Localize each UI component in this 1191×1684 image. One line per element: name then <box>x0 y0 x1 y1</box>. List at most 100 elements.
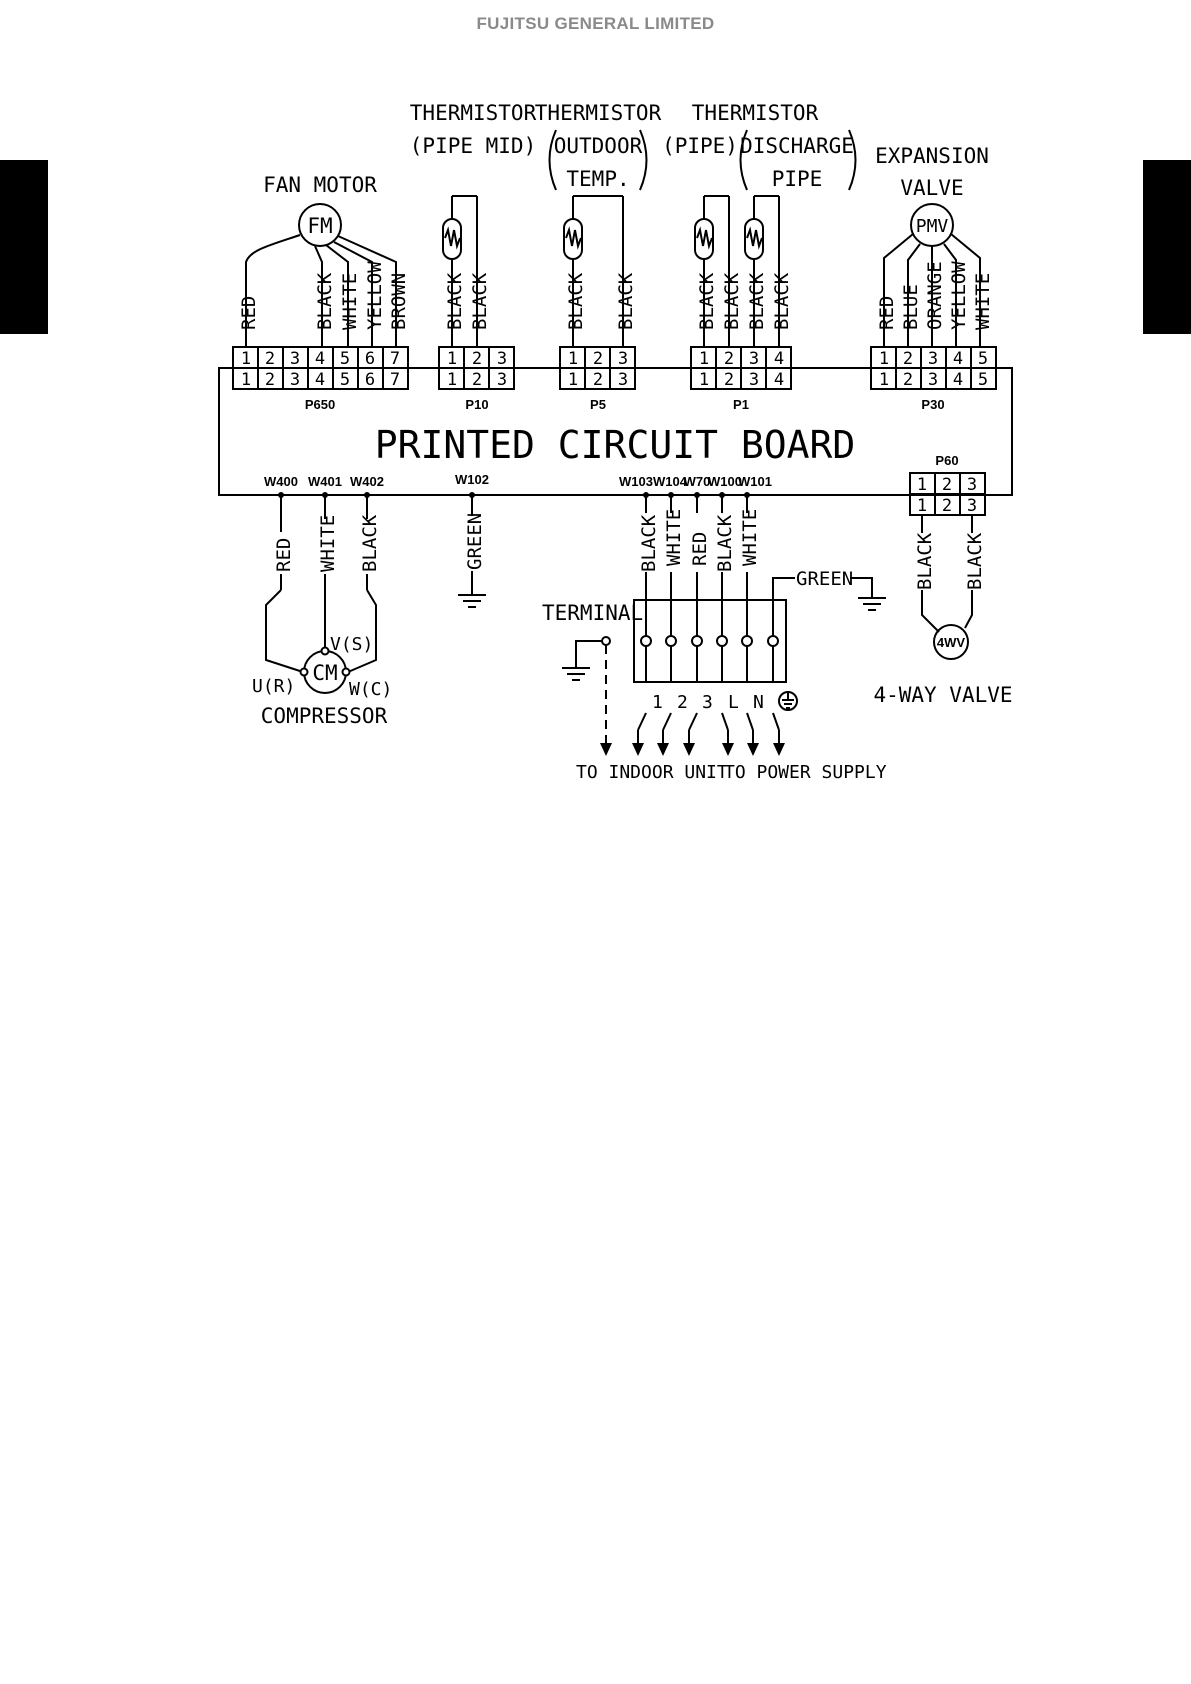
svg-text:1: 1 <box>879 370 889 390</box>
terminal-block: TERMINAL 1 2 3 L N <box>542 599 798 713</box>
svg-text:WHITE: WHITE <box>339 273 361 330</box>
svg-text:W401: W401 <box>308 474 342 489</box>
svg-text:5: 5 <box>978 349 988 369</box>
svg-text:5: 5 <box>340 349 350 369</box>
svg-text:2: 2 <box>942 475 952 495</box>
svg-text:BLACK: BLACK <box>721 272 743 330</box>
svg-text:W100: W100 <box>708 474 742 489</box>
svg-text:1: 1 <box>447 370 457 390</box>
field-wiring-arrows: TO INDOOR UNIT TO POWER SUPPLY <box>576 645 887 783</box>
svg-text:PIPE: PIPE <box>772 167 823 191</box>
svg-text:3: 3 <box>928 370 938 390</box>
svg-text:BLACK: BLACK <box>444 272 466 330</box>
svg-text:BLACK: BLACK <box>696 272 718 330</box>
svg-text:2: 2 <box>724 370 734 390</box>
svg-text:BLACK: BLACK <box>964 532 986 590</box>
svg-text:5: 5 <box>340 370 350 390</box>
fan-wire-labels: RED BLACK WHITE YELLOW BROWN <box>238 261 410 330</box>
svg-text:3: 3 <box>497 349 507 369</box>
svg-text:4WV: 4WV <box>937 635 966 650</box>
svg-text:6: 6 <box>365 370 375 390</box>
svg-text:BLACK: BLACK <box>714 514 736 572</box>
svg-text:1: 1 <box>917 496 927 516</box>
svg-text:P5: P5 <box>590 397 606 412</box>
svg-text:PMV: PMV <box>916 216 949 237</box>
svg-text:VALVE: VALVE <box>900 176 963 200</box>
svg-text:YELLOW: YELLOW <box>364 261 386 330</box>
svg-text:BLACK: BLACK <box>359 514 381 572</box>
svg-text:TO INDOOR UNIT: TO INDOOR UNIT <box>576 762 728 783</box>
svg-text:3: 3 <box>967 475 977 495</box>
svg-text:W402: W402 <box>350 474 384 489</box>
svg-text:TO POWER SUPPLY: TO POWER SUPPLY <box>724 762 887 783</box>
svg-text:3: 3 <box>497 370 507 390</box>
svg-text:BLACK: BLACK <box>771 272 793 330</box>
svg-text:WHITE: WHITE <box>739 509 761 566</box>
connector-p5: 1 2 3 1 2 3 P5 <box>559 346 636 412</box>
svg-text:L: L <box>728 692 739 713</box>
svg-text:2: 2 <box>265 349 275 369</box>
svg-text:CM: CM <box>312 661 337 685</box>
svg-text:2: 2 <box>265 370 275 390</box>
svg-text:TERMINAL: TERMINAL <box>542 601 643 625</box>
svg-text:3: 3 <box>618 349 628 369</box>
svg-text:4: 4 <box>315 370 325 390</box>
svg-text:W104: W104 <box>653 474 688 489</box>
svg-text:4-WAY VALVE: 4-WAY VALVE <box>873 683 1012 707</box>
svg-text:4: 4 <box>315 349 325 369</box>
svg-text:2: 2 <box>472 349 482 369</box>
svg-text:WHITE: WHITE <box>972 273 994 330</box>
svg-text:1: 1 <box>568 370 578 390</box>
svg-text:WHITE: WHITE <box>317 515 339 572</box>
svg-text:1: 1 <box>652 692 663 713</box>
svg-text:W70: W70 <box>684 474 711 489</box>
svg-text:W101: W101 <box>738 474 772 489</box>
svg-text:1: 1 <box>241 370 251 390</box>
svg-text:4: 4 <box>774 349 784 369</box>
svg-text:2: 2 <box>677 692 688 713</box>
svg-text:P30: P30 <box>921 397 944 412</box>
left-section-tab <box>0 160 48 334</box>
svg-text:1: 1 <box>699 370 709 390</box>
svg-text:2: 2 <box>472 370 482 390</box>
svg-text:W400: W400 <box>264 474 298 489</box>
svg-text:3: 3 <box>749 370 759 390</box>
svg-text:4: 4 <box>953 349 963 369</box>
svg-text:4: 4 <box>953 370 963 390</box>
svg-text:(PIPE MID): (PIPE MID) <box>410 134 536 158</box>
svg-text:2: 2 <box>724 349 734 369</box>
svg-text:FAN MOTOR: FAN MOTOR <box>263 173 377 197</box>
svg-text:W(C): W(C) <box>349 679 392 700</box>
four-way-valve: BLACK BLACK 4WV 4-WAY VALVE <box>873 515 1013 707</box>
svg-text:DISCHARGE: DISCHARGE <box>740 134 854 158</box>
svg-text:GREEN: GREEN <box>464 513 486 570</box>
svg-text:RED: RED <box>689 532 711 566</box>
svg-text:THERMISTOR: THERMISTOR <box>535 101 662 125</box>
svg-text:P1: P1 <box>733 397 749 412</box>
svg-text:OUTDOOR: OUTDOOR <box>554 134 643 158</box>
svg-text:3: 3 <box>967 496 977 516</box>
connector-p10: 1 2 3 1 2 3 P10 <box>438 346 515 412</box>
svg-text:TEMP.: TEMP. <box>566 167 629 191</box>
compressor-board-points: W400 W401 W402 <box>264 474 384 498</box>
svg-text:BLACK: BLACK <box>469 272 491 330</box>
svg-text:6: 6 <box>365 349 375 369</box>
svg-text:RED: RED <box>273 538 295 572</box>
right-section-tab <box>1143 160 1191 334</box>
compressor-wiring: RED WHITE BLACK <box>265 495 381 673</box>
connector-p650: 1 2 3 4 5 6 7 1 2 3 4 5 6 7 P650 <box>232 346 409 412</box>
terminal-board-points: W103 W104 W70 W100 W101 <box>619 474 772 498</box>
svg-text:3: 3 <box>749 349 759 369</box>
svg-text:3: 3 <box>928 349 938 369</box>
thermistor-outdoor-temp: THERMISTOR OUTDOOR TEMP. BLACK BLACK <box>535 101 662 346</box>
svg-text:4: 4 <box>774 370 784 390</box>
svg-text:FM: FM <box>307 214 332 238</box>
svg-text:BLACK: BLACK <box>746 272 768 330</box>
svg-text:(PIPE): (PIPE) <box>662 134 738 158</box>
svg-text:3: 3 <box>618 370 628 390</box>
svg-text:1: 1 <box>241 349 251 369</box>
svg-text:P10: P10 <box>465 397 488 412</box>
svg-text:ORANGE: ORANGE <box>924 261 946 330</box>
svg-text:BLACK: BLACK <box>638 514 660 572</box>
